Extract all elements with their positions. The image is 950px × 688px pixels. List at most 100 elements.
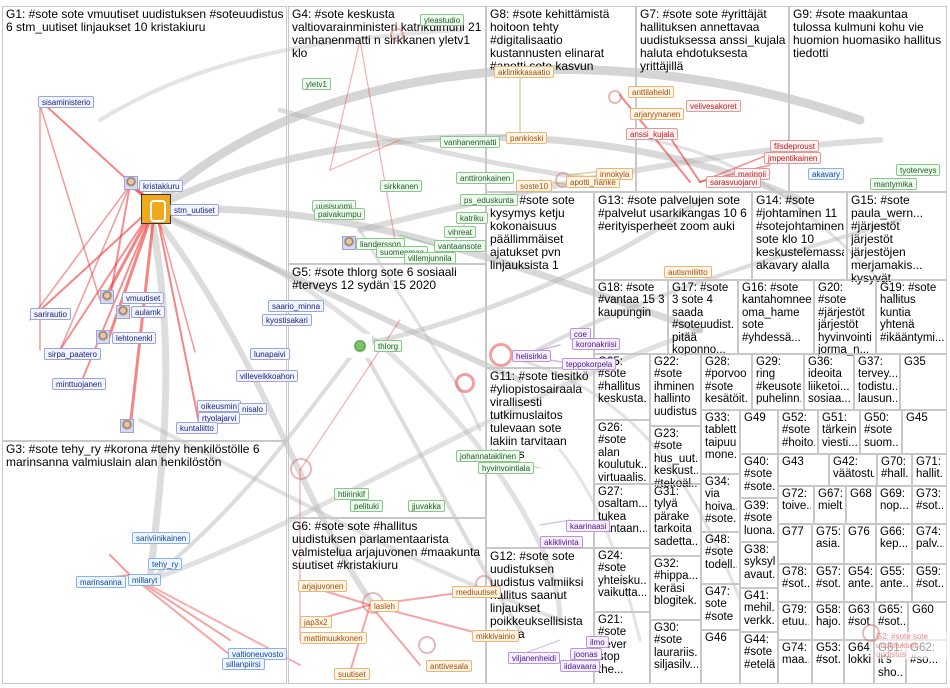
node-kuntaliitto[interactable]: kuntaliitto bbox=[176, 422, 218, 434]
group-label: G42: väätostu... bbox=[833, 456, 874, 481]
node-joonas[interactable]: joonas bbox=[570, 648, 602, 660]
self-loop-ring bbox=[862, 624, 880, 642]
node-suutiset[interactable]: suutiset bbox=[334, 668, 370, 680]
node-mantymika[interactable]: mantymika bbox=[870, 178, 917, 190]
node-pelituki[interactable]: pelituki bbox=[350, 500, 383, 512]
group-box-g49: G49 bbox=[740, 410, 778, 454]
node-anttilaheldi[interactable]: anttilaheldi bbox=[628, 86, 674, 98]
node-vmuutiset[interactable]: vmuutiset bbox=[122, 292, 164, 304]
group-box-g31: G31: tylyä pärake tarkoita sadetta... bbox=[650, 484, 701, 556]
node-sarirautio[interactable]: sarirautio bbox=[30, 308, 71, 320]
node-ps-eduskunta[interactable]: ps_eduskunta bbox=[460, 194, 518, 206]
node-villeveikkoahon[interactable]: villeveikkoahon bbox=[236, 370, 298, 382]
group-box-g34: G34: via hoiva... #sote... bbox=[701, 474, 740, 532]
group-label: G65: #sot... bbox=[878, 604, 905, 629]
node-anttivesala[interactable]: anttivesala bbox=[426, 660, 472, 672]
node-sariviinikainen[interactable]: sariviinikainen bbox=[132, 532, 190, 544]
group-box-g29: G29: ring #keusote puhelinn... bbox=[752, 354, 804, 410]
node-villemjunnila[interactable]: villemjunnila bbox=[404, 252, 456, 264]
node-yletv1[interactable]: yletv1 bbox=[302, 78, 331, 90]
node-autismiliitto[interactable]: autismiliitto bbox=[664, 266, 712, 278]
g2-label-line: G2: #sote sote bbox=[876, 632, 950, 641]
node-akavary[interactable]: akavary bbox=[808, 168, 844, 180]
node-kyostisakari[interactable]: kyostisakari bbox=[262, 314, 312, 326]
group-box-g50: G50: #sote suom... bbox=[860, 410, 902, 454]
node-koronakriisi[interactable]: koronakriisi bbox=[572, 338, 620, 350]
node-tyoterveys[interactable]: tyoterveys bbox=[896, 164, 940, 176]
node-sirkkanen[interactable]: sirkkanen bbox=[380, 180, 422, 192]
node-thlorg[interactable]: thlorg bbox=[374, 340, 402, 352]
group-box-g20: G20: #sote #järjestöt järjestöt hyvinvoi… bbox=[814, 280, 876, 354]
node-velivesakoret[interactable]: velivesakoret bbox=[686, 100, 741, 112]
node-aklinikkasaatio[interactable]: aklinikkasaatio bbox=[494, 66, 554, 78]
node-kristakiuru[interactable]: kristakiuru bbox=[139, 180, 183, 192]
node-stm-uutiset[interactable]: stm_uutiset bbox=[170, 204, 219, 216]
node-helisirkia[interactable]: helisirkia bbox=[512, 350, 551, 362]
node-sillanpiirsi[interactable]: sillanpiirsi bbox=[222, 658, 265, 670]
node-katriku[interactable]: katriku bbox=[456, 212, 488, 224]
group-label: G32: #hippa... keräsi blogitek... bbox=[654, 558, 698, 608]
node-nisalo[interactable]: nisalo bbox=[238, 403, 267, 415]
group-label: G53: #sot... bbox=[816, 642, 841, 667]
node-sarasvuojarvi[interactable]: sarasvuojarvi bbox=[706, 176, 761, 188]
node-filsdeproust[interactable]: filsdeproust bbox=[770, 140, 819, 152]
node-mediuutiset[interactable]: mediuutiset bbox=[452, 586, 501, 598]
group-label: G34: via hoiva... #sote... bbox=[705, 476, 737, 526]
node-viljanenheidi[interactable]: viljanenheidi bbox=[508, 652, 560, 664]
group-label: G14: #sote #johtaminen 11 #sotejohtamine… bbox=[756, 194, 844, 272]
node-jap3x2[interactable]: jap3x2 bbox=[300, 616, 332, 628]
node-arjaryynanen[interactable]: arjaryynanen bbox=[630, 108, 684, 120]
node-mattimuukkonen[interactable]: mattimuukkonen bbox=[300, 632, 367, 644]
node-kaarinaasi[interactable]: kaarinaasi bbox=[566, 520, 610, 532]
group-box-g22: G22: #sote ihminen hallinto uudistus... bbox=[650, 354, 701, 426]
node-pankioski[interactable]: pankioski bbox=[506, 132, 547, 144]
node-vihreat[interactable]: vihreat bbox=[444, 226, 476, 238]
node-iidavaara[interactable]: iidavaara bbox=[560, 660, 600, 672]
group-label: G48: #sote todell... bbox=[705, 534, 737, 571]
node-htiirinkif[interactable]: htiirinkif bbox=[334, 488, 369, 500]
node-anttironkainen[interactable]: anttironkainen bbox=[456, 172, 514, 184]
node-innokyla[interactable]: innokyla bbox=[596, 168, 633, 180]
node-jmpentikainen[interactable]: jmpentikainen bbox=[764, 152, 821, 164]
node-sisaministerio[interactable]: sisaministerio bbox=[38, 96, 94, 108]
group-box-g44: G44: #sote #etelä... bbox=[740, 632, 778, 684]
node-teppokorpela[interactable]: teppokorpela bbox=[562, 358, 616, 370]
node-sirpa-paatero[interactable]: sirpa_paatero bbox=[44, 348, 101, 360]
node-jjuvakka[interactable]: jjuvakka bbox=[408, 500, 445, 512]
group-label: G41: mehil... verkk... bbox=[744, 590, 775, 627]
group-box-g42: G42: väätostu... bbox=[829, 454, 877, 486]
node-akiklivinta[interactable]: akiklivinta bbox=[540, 536, 583, 548]
node-minttuojanen[interactable]: minttuojanen bbox=[52, 378, 106, 390]
node-lasleh[interactable]: lasleh bbox=[370, 600, 399, 612]
node-saario-minna[interactable]: saario_minna bbox=[268, 300, 324, 312]
node-soste10[interactable]: soste10 bbox=[516, 180, 552, 192]
group-label: G20: #sote #järjestöt järjestöt hyvinvoi… bbox=[818, 282, 873, 356]
node-mikkivainio[interactable]: mikkivainio bbox=[472, 630, 519, 642]
group-label: G57: #sot... bbox=[816, 566, 841, 591]
group-label: G44: #sote #etelä... bbox=[744, 634, 775, 671]
node-hyvinvointiala[interactable]: hyvinvointiala bbox=[478, 462, 534, 474]
node-arjajuvonen[interactable]: arjajuvonen bbox=[298, 580, 347, 592]
group-label: G52: #sote #hoito... bbox=[782, 412, 815, 449]
group-box-g47: G47: sote #sote bbox=[701, 584, 740, 630]
self-loop-ring bbox=[390, 28, 404, 42]
node-vantaansote[interactable]: vantaansote bbox=[434, 240, 486, 252]
node-yleastudio[interactable]: yleastudio bbox=[420, 14, 464, 26]
node-aulamk[interactable]: aulamk bbox=[131, 306, 165, 318]
node-oikeusmin[interactable]: oikeusmin bbox=[197, 400, 241, 412]
group-label: G12: #sote sote uudistuksen uudistus val… bbox=[490, 550, 591, 641]
node-ilmo[interactable]: ilmo bbox=[586, 636, 609, 648]
self-loop-ring bbox=[290, 458, 312, 480]
node-lunapaivi[interactable]: lunapaivi bbox=[250, 348, 290, 360]
node-lehtonenkl[interactable]: lehtonenkl bbox=[112, 332, 156, 344]
node-millaryt[interactable]: millaryt bbox=[128, 574, 161, 586]
node-vanhanenmatti[interactable]: vanhanenmatti bbox=[440, 136, 500, 148]
vmuutiset-avatar bbox=[100, 290, 114, 304]
group-label: G24: #sote yhteisku... vaikutta... bbox=[598, 550, 647, 600]
node-paivakumpu[interactable]: paivakumpu bbox=[314, 208, 365, 220]
node-anssi-kujala[interactable]: anssi_kujala bbox=[626, 128, 678, 140]
node-tehy-ry[interactable]: tehy_ry bbox=[148, 558, 182, 570]
node-johannataklinen[interactable]: johannataklinen bbox=[456, 450, 520, 462]
group-box-g15: G15: #sote paula_wern... #järjestöt järj… bbox=[847, 192, 947, 280]
node-marinsanna[interactable]: marinsanna bbox=[76, 576, 126, 588]
